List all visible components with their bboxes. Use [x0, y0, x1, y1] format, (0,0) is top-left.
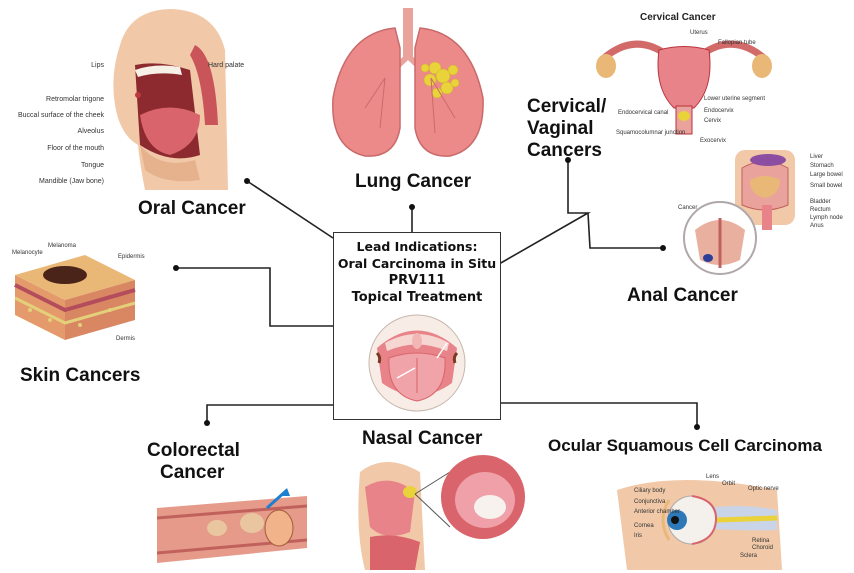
oral-label-buccal: Buccal surface of the cheek — [4, 112, 104, 119]
ocular-cancer-label: Ocular Squamous Cell Carcinoma — [548, 436, 822, 456]
cervical-label-uterus: Uterus — [690, 30, 708, 36]
cervical-cancer-label-line1: Cervical/ — [527, 96, 606, 118]
connector-cervical — [499, 160, 588, 264]
lung-illustration — [325, 8, 490, 163]
skin-label-melanocyte: Melanocyte — [12, 250, 43, 256]
ocular-label-iris: Iris — [634, 533, 642, 539]
connector-dot-skin — [173, 265, 179, 271]
nasal-cancer-label: Nasal Cancer — [362, 428, 482, 450]
connector-dot-oral — [244, 178, 250, 184]
skin-label-epidermis: Epidermis — [118, 254, 145, 260]
colorectal-cancer-label-line1: Colorectal — [147, 440, 240, 462]
oral-label-tongue: Tongue — [40, 162, 104, 169]
connector-dot-ocular — [694, 424, 700, 430]
cervical-label-fallopian: Fallopian tube — [718, 40, 756, 46]
oral-label-lips: Lips — [74, 62, 104, 69]
ocular-label-ciliary: Ciliary body — [634, 488, 665, 494]
ocular-label-retina: Retina — [752, 538, 769, 544]
connector-dot-anal — [660, 245, 666, 251]
oral-label-mandible: Mandible (Jaw bone) — [14, 178, 104, 185]
lead-indications-line1: Oral Carcinoma in Situ — [334, 255, 500, 272]
skin-cancers-label: Skin Cancers — [20, 365, 140, 387]
oral-label-alveolus: Alveolus — [40, 128, 104, 135]
cervical-diagram-title: Cervical Cancer — [640, 12, 716, 23]
ocular-label-sclera: Sclera — [740, 553, 757, 559]
anal-label-anus: Anus — [810, 223, 824, 229]
skin-label-melanoma: Melanoma — [48, 243, 76, 249]
anal-label-small-bowel: Small bowel — [810, 183, 842, 189]
anal-label-lymph: Lymph node — [810, 215, 843, 221]
oral-label-hard-palate: Hard palate — [208, 62, 244, 69]
anal-label-cancer: Cancer — [678, 205, 697, 211]
connector-ocular — [499, 403, 697, 427]
cervical-cancer-label-line2: Vaginal — [527, 118, 594, 140]
ocular-label-conjunctiva: Conjunctiva — [634, 499, 665, 505]
anal-label-rectum: Rectum — [810, 207, 831, 213]
cervical-label-cervix: Cervix — [704, 118, 721, 124]
cervical-label-exocervix: Exocervix — [700, 138, 726, 144]
anal-label-liver: Liver — [810, 154, 823, 160]
ocular-illustration — [617, 470, 787, 570]
oral-cavity-illustration — [367, 313, 467, 413]
connector-dot-colorectal — [204, 420, 210, 426]
lead-indications-line3: Topical Treatment — [334, 289, 500, 306]
ocular-label-orbit: Orbit — [722, 481, 735, 487]
oral-anatomy-illustration — [100, 5, 230, 190]
nasal-illustration — [355, 452, 530, 570]
connector-oral — [247, 181, 333, 238]
colorectal-cancer-label-line2: Cancer — [160, 462, 224, 484]
oral-label-floor: Floor of the mouth — [20, 145, 104, 152]
cervical-label-endocervical: Endocervical canal — [618, 110, 668, 116]
cervical-label-endocervix: Endocervix — [704, 108, 734, 114]
oral-label-retromolar: Retromolar trigone — [20, 96, 104, 103]
skin-label-dermis: Dermis — [116, 336, 135, 342]
lead-indications-heading: Lead Indications: — [334, 238, 500, 255]
cervical-label-ligament: Lower uterine segment — [704, 96, 765, 102]
anal-label-bladder: Bladder — [810, 199, 831, 205]
ocular-label-choroid: Choroid — [752, 545, 773, 551]
connector-dot-lung — [409, 204, 415, 210]
ocular-label-lens: Lens — [706, 474, 719, 480]
lead-indications-box: Lead Indications: Oral Carcinoma in Situ… — [333, 232, 501, 420]
lead-indications-line2: PRV111 — [334, 272, 500, 289]
ocular-label-cornea: Cornea — [634, 523, 654, 529]
anal-illustration — [680, 150, 825, 280]
oral-cancer-label: Oral Cancer — [138, 198, 246, 220]
connector-colorectal — [207, 405, 333, 423]
cervical-label-squamo: Squamocolumnar junction — [616, 130, 685, 136]
anal-cancer-label: Anal Cancer — [627, 285, 738, 307]
ocular-label-anterior: Anterior chamber — [634, 509, 680, 515]
cervical-cancer-label-line3: Cancers — [527, 140, 602, 162]
connector-anal — [588, 213, 663, 248]
colorectal-illustration — [157, 488, 307, 568]
lung-cancer-label: Lung Cancer — [355, 171, 471, 193]
ocular-label-optic-nerve: Optic nerve — [748, 486, 779, 492]
anal-label-stomach: Stomach — [810, 163, 834, 169]
connector-skin — [176, 268, 333, 326]
anal-label-large-bowel: Large bowel — [810, 172, 843, 178]
